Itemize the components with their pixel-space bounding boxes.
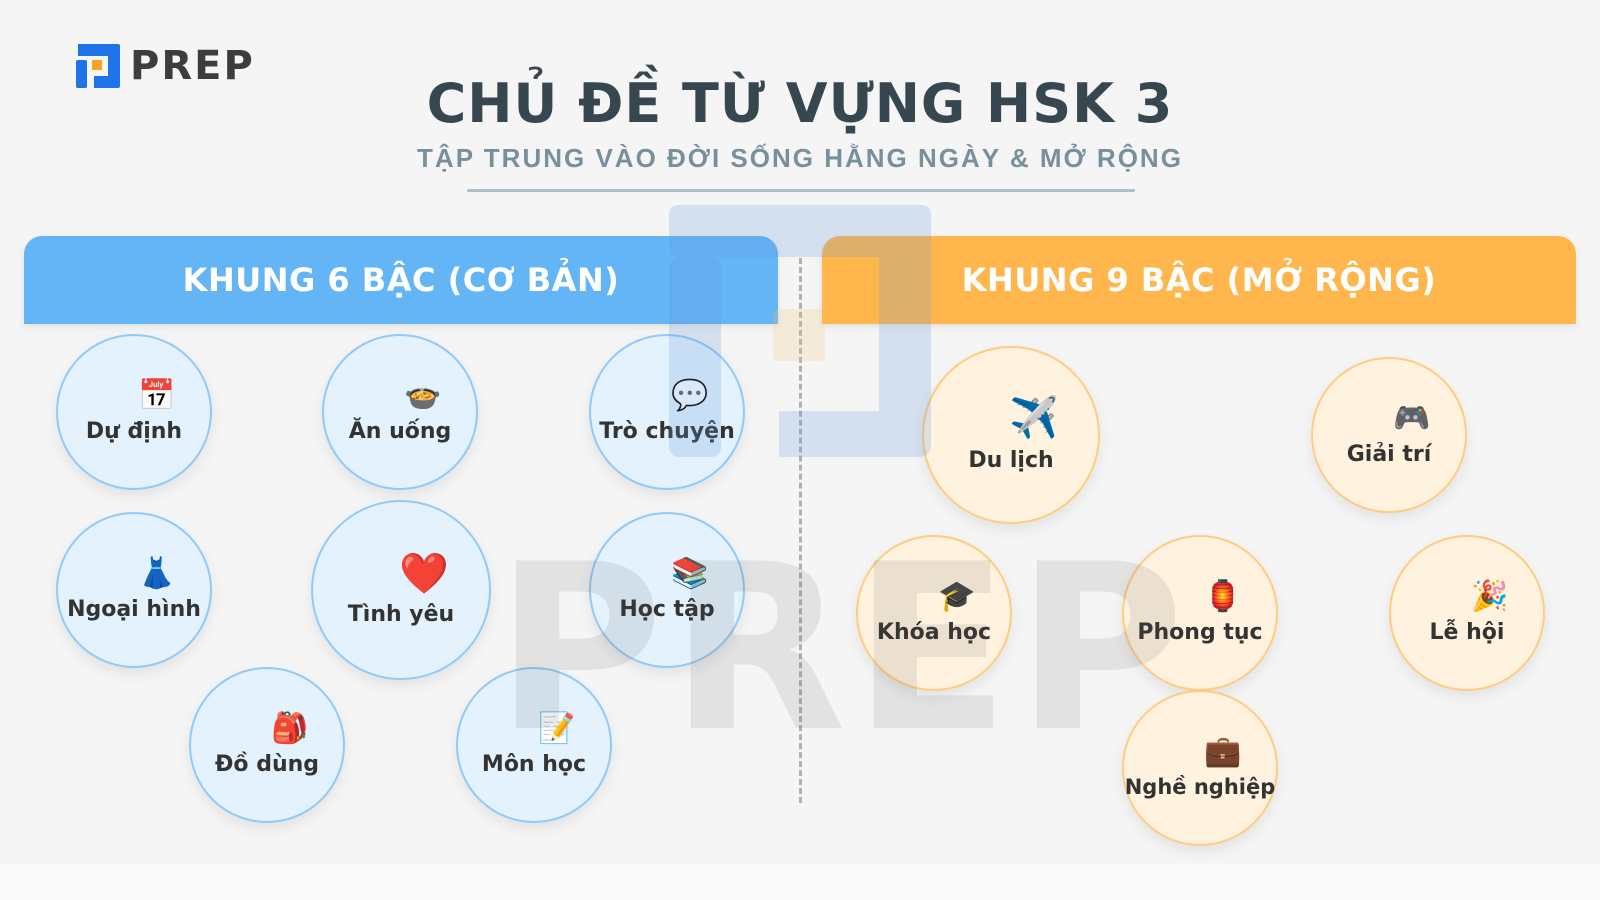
prep-logo-icon [74, 42, 122, 90]
topic-label: Nghề nghiệp [1124, 775, 1276, 799]
topic-bubble-nghe-nghiep: 💼 Nghề nghiệp [1122, 690, 1278, 846]
topic-label: Tình yêu [347, 601, 455, 627]
topic-bubble-le-hoi: 🎉 Lễ hội [1389, 535, 1545, 691]
extended-framework-title: KHUNG 9 BẬC (MỞ RỘNG) [961, 261, 1437, 299]
topic-bubble-khoa-hoc: 🎓 Khóa học [856, 535, 1012, 691]
topic-label: Du lịch [968, 447, 1054, 473]
topic-label: Trò chuyện [599, 418, 735, 444]
extended-framework-header: KHUNG 9 BẬC (MỞ RỘNG) [822, 236, 1576, 324]
footer-band [0, 864, 1600, 900]
airplane-icon: ✈️ [1009, 394, 1059, 441]
logo-text: PREP [130, 43, 255, 89]
topic-bubble-an-uong: 🍲 Ăn uống [322, 334, 478, 490]
page-subtitle: TẬP TRUNG VÀO ĐỜI SỐNG HẰNG NGÀY & MỞ RỘ… [417, 143, 1183, 173]
dress-icon: 👗 [138, 555, 176, 591]
title-underline [467, 189, 1135, 192]
topic-label: Học tập [619, 596, 715, 622]
topic-bubble-ngoai-hinh: 👗 Ngoại hình [56, 512, 212, 668]
graduation-cap-icon: 🎓 [938, 578, 976, 614]
topic-label: Ăn uống [348, 418, 452, 444]
topic-bubble-du-lich: ✈️ Du lịch [922, 346, 1100, 524]
backpack-icon: 🎒 [271, 710, 309, 746]
calendar-icon: 📅 [138, 377, 176, 413]
topic-bubble-phong-tuc: 🏮 Phong tục [1122, 535, 1278, 691]
topic-label: Môn học [481, 751, 587, 777]
topic-label: Đồ dùng [214, 751, 320, 777]
watermark-logo-icon [669, 205, 931, 467]
topic-label: Dự định [85, 418, 183, 444]
prep-logo: PREP [74, 42, 255, 90]
speech-bubble-icon: 💬 [671, 380, 708, 415]
topic-bubble-giai-tri: 🎮 Giải trí [1311, 357, 1467, 513]
memo-icon: 📝 [538, 710, 576, 746]
books-icon: 📚 [671, 555, 709, 591]
basic-framework-title: KHUNG 6 BẬC (CƠ BẢN) [182, 261, 620, 299]
topic-label: Lễ hội [1429, 619, 1505, 645]
heart-icon: ❤️ [399, 550, 449, 597]
topic-bubble-do-dung: 🎒 Đồ dùng [189, 667, 345, 823]
basic-framework-header: KHUNG 6 BẬC (CƠ BẢN) [24, 236, 778, 324]
gamepad-icon: 🎮 [1393, 400, 1431, 436]
topic-label: Phong tục [1137, 619, 1263, 645]
food-pot-icon: 🍲 [404, 377, 442, 413]
topic-bubble-tro-chuyen: 💬 Trò chuyện [589, 334, 745, 490]
page-title: CHỦ ĐỀ TỪ VỰNG HSK 3 [426, 72, 1174, 135]
topic-bubble-tinh-yeu: ❤️ Tình yêu [311, 500, 491, 680]
topic-bubble-hoc-tap: 📚 Học tập [589, 512, 745, 668]
topic-bubble-du-dinh: 📅 Dự định [56, 334, 212, 490]
section-divider [799, 258, 802, 803]
briefcase-icon: 💼 [1204, 734, 1242, 769]
lantern-icon: 🏮 [1204, 578, 1242, 614]
topic-label: Khóa học [876, 619, 992, 645]
topic-label: Ngoại hình [67, 596, 201, 622]
party-popper-icon: 🎉 [1471, 578, 1509, 614]
topic-bubble-mon-hoc: 📝 Môn học [456, 667, 612, 823]
topic-label: Giải trí [1346, 441, 1432, 467]
